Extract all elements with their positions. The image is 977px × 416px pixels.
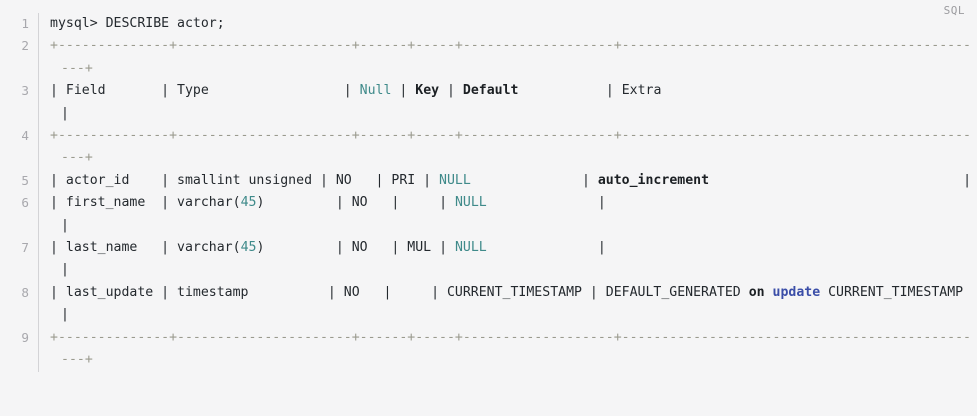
code-token-plain: | last_update | timestamp | NO | | CURRE…: [50, 284, 749, 300]
code-token-plain: | |: [61, 240, 977, 278]
line-content[interactable]: +--------------+----------------------+-…: [39, 35, 977, 80]
code-token-teal: NULL: [439, 172, 471, 188]
line-number: 1: [21, 16, 29, 31]
code-line[interactable]: 2 +--------------+----------------------+…: [0, 35, 977, 81]
code-line[interactable]: 6 | first_name | varchar(45) | NO | | NUL…: [0, 192, 977, 238]
line-number: 8: [21, 284, 29, 300]
gutter-divider: [38, 326, 39, 372]
line-number: 2: [21, 38, 29, 54]
code-token-plain: | |: [61, 195, 977, 233]
gutter-divider: [38, 237, 39, 282]
code-lines-container[interactable]: 1 mysql> DESCRIBE actor; 2 +--------------+…: [0, 0, 977, 372]
code-token-plain: mysql> DESCRIBE actor;: [50, 16, 225, 31]
code-token-plain: CURRENT_TIMESTAMP |: [61, 284, 972, 323]
language-label: SQL: [943, 4, 965, 17]
code-token-rule: +--------------+----------------------+-…: [50, 128, 971, 166]
code-token-plain: |: [709, 172, 972, 188]
code-token-plain: |: [391, 83, 416, 99]
line-content[interactable]: | first_name | varchar(45) | NO | | NULL…: [39, 192, 977, 237]
code-line[interactable]: 7 | last_name | varchar(45) | NO | MUL | …: [0, 237, 977, 282]
code-token-teal: Null: [359, 83, 392, 99]
line-content[interactable]: | last_update | timestamp | NO | | CURRE…: [39, 282, 977, 327]
line-number: 7: [21, 240, 29, 256]
line-number: 6: [21, 195, 29, 211]
code-token-teal: 45: [240, 195, 257, 211]
code-token-teal: NULL: [454, 195, 487, 211]
code-token-plain: | Extra |: [61, 83, 977, 121]
code-token-bold: auto_increment: [597, 172, 710, 188]
code-token-plain: [765, 285, 773, 300]
code-line[interactable]: 4 +--------------+----------------------+…: [0, 125, 977, 170]
line-number: 4: [21, 128, 29, 144]
code-token-rule: +--------------+----------------------+-…: [50, 329, 971, 368]
code-line[interactable]: 5 | actor_id | smallint unsigned | NO | P…: [0, 169, 977, 193]
code-line[interactable]: 9 +--------------+----------------------+…: [0, 326, 977, 372]
code-token-plain: |: [439, 83, 463, 99]
code-token-plain: | first_name | varchar(: [50, 195, 241, 211]
line-content[interactable]: mysql> DESCRIBE actor;: [39, 13, 977, 35]
gutter-divider: [38, 169, 39, 193]
gutter-divider: [38, 13, 39, 36]
line-number: 9: [21, 329, 29, 345]
code-token-plain: ) | NO | MUL |: [256, 240, 455, 256]
code-token-plain: |: [470, 172, 598, 188]
code-line[interactable]: 3 | Field | Type | Null | Key | Default |…: [0, 80, 977, 126]
line-content[interactable]: | Field | Type | Null | Key | Default | …: [39, 80, 977, 125]
code-token-bold: on: [748, 284, 765, 300]
gutter-divider: [38, 35, 39, 81]
gutter-divider: [38, 281, 39, 327]
line-number: 5: [21, 172, 29, 188]
gutter-divider: [38, 125, 39, 170]
code-token-plain: ) | NO | |: [256, 195, 455, 211]
line-content[interactable]: | actor_id | smallint unsigned | NO | PR…: [39, 170, 977, 192]
code-token-plain: | Field | Type |: [50, 83, 360, 99]
code-token-plain: | actor_id | smallint unsigned | NO | PR…: [50, 172, 440, 188]
code-token-keyword: update: [772, 284, 821, 300]
code-token-teal: 45: [240, 240, 257, 256]
gutter-divider: [38, 192, 39, 238]
line-content[interactable]: +--------------+----------------------+-…: [39, 125, 977, 170]
code-token-bold: Key: [415, 83, 440, 99]
code-line[interactable]: 1 mysql> DESCRIBE actor;: [0, 13, 977, 36]
line-content[interactable]: +--------------+----------------------+-…: [39, 327, 977, 372]
code-token-plain: | last_name | varchar(: [50, 240, 241, 256]
code-token-bold: Default: [462, 83, 519, 99]
code-token-teal: NULL: [454, 240, 487, 256]
code-token-rule: +--------------+----------------------+-…: [50, 38, 971, 76]
line-content[interactable]: | last_name | varchar(45) | NO | MUL | N…: [39, 237, 977, 282]
gutter-divider: [38, 80, 39, 126]
code-line[interactable]: 8 | last_update | timestamp | NO | | CURR…: [0, 281, 977, 327]
line-number: 3: [21, 83, 29, 99]
